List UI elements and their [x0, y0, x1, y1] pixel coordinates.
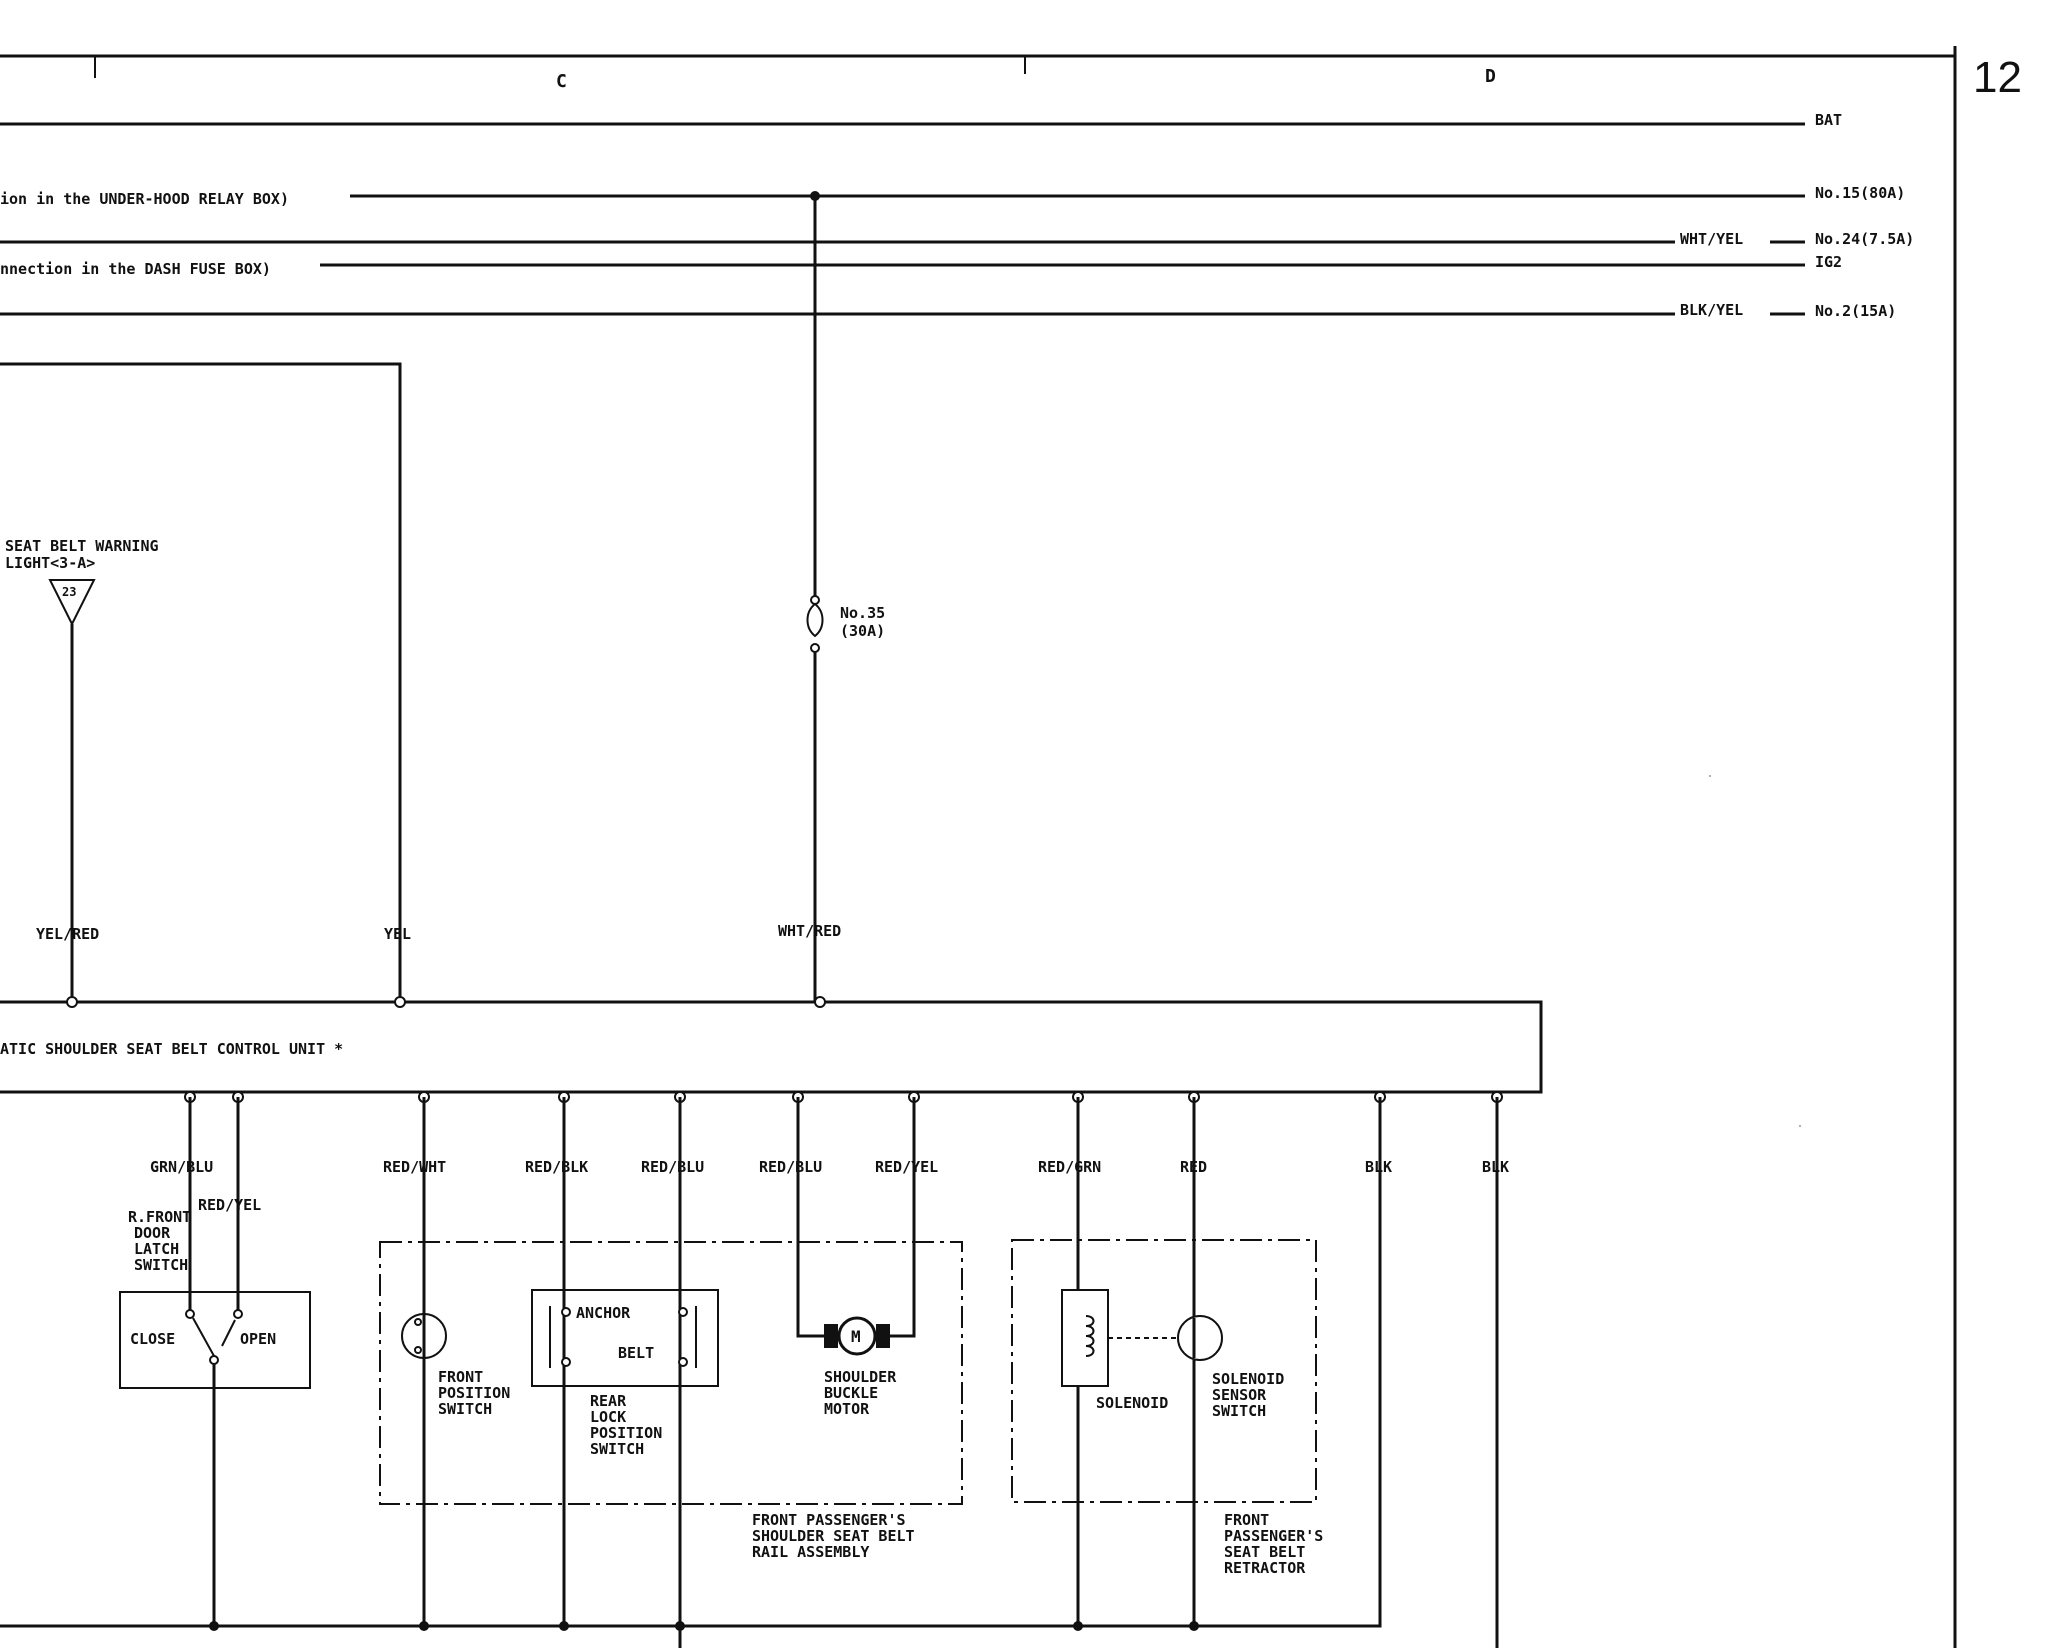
wire-wht-red-label: WHT/RED — [778, 922, 841, 940]
solenoid-coil-icon — [1085, 1315, 1095, 1357]
wire-blk-yel-label: BLK/YEL — [1680, 301, 1743, 319]
door-switch-label-1: R.FRONT — [128, 1208, 191, 1226]
wire-red-blu-rear-label: RED/BLU — [641, 1158, 704, 1176]
warning-light-label: SEAT BELT WARNING — [5, 537, 159, 555]
ground-junctions — [209, 1621, 1199, 1631]
warning-light-terminal: 23 — [62, 585, 76, 599]
page-number: 12 — [1973, 53, 2022, 102]
control-unit-label: ATIC SHOULDER SEAT BELT CONTROL UNIT * — [0, 1040, 343, 1058]
scan-speck — [1799, 1125, 1801, 1127]
rear-lock-label-4: SWITCH — [590, 1440, 644, 1458]
rail-assembly-label-2: SHOULDER SEAT BELT — [752, 1527, 915, 1545]
solenoid-label: SOLENOID — [1096, 1394, 1168, 1412]
column-d-label: D — [1485, 66, 1496, 87]
motor-symbol: M — [851, 1327, 861, 1346]
retractor-label-3: SEAT BELT — [1224, 1543, 1305, 1561]
wire-grn-blu-label: GRN/BLU — [150, 1158, 213, 1176]
ig2-label: IG2 — [1815, 253, 1842, 271]
front-position-label-3: SWITCH — [438, 1400, 492, 1418]
rear-lock-switch — [531, 1097, 719, 1648]
motor-label-3: MOTOR — [824, 1400, 870, 1418]
door-latch-switch — [119, 1097, 311, 1626]
wire-yel-red-label: YEL/RED — [36, 925, 99, 943]
motor-icon — [837, 1316, 877, 1356]
retractor-label-4: RETRACTOR — [1224, 1559, 1306, 1577]
retractor-box — [1011, 1239, 1317, 1503]
wire-yel-label: YEL — [384, 925, 411, 943]
sensor-switch-label-2: SENSOR — [1212, 1386, 1267, 1404]
rail-assembly-label-3: RAIL ASSEMBLY — [752, 1543, 869, 1561]
rear-lock-label-1: REAR — [590, 1392, 627, 1410]
fuse-35-icon — [806, 603, 824, 638]
sensor-switch-icon — [1177, 1315, 1223, 1361]
fuse-35-circuit — [806, 191, 824, 1002]
fuse-35-label: No.35 — [840, 604, 885, 622]
wire-red-yel-door-label: RED/YEL — [198, 1196, 261, 1214]
fuse-15-label: No.15(80A) — [1815, 184, 1905, 202]
front-position-label-1: FRONT — [438, 1368, 483, 1386]
power-lines — [0, 122, 1805, 316]
yel-wire-loop — [0, 362, 402, 1002]
rail-assembly-label-1: FRONT PASSENGER'S — [752, 1511, 906, 1529]
solenoid-sensor-switch — [1177, 1097, 1223, 1626]
sensor-switch-label-1: SOLENOID — [1212, 1370, 1284, 1388]
rear-lock-label-2: LOCK — [590, 1408, 626, 1426]
wire-red-blu-motor-label: RED/BLU — [759, 1158, 822, 1176]
door-switch-label-4: SWITCH — [134, 1256, 188, 1274]
wire-red-blk-label: RED/BLK — [525, 1158, 588, 1176]
anchor-label: ANCHOR — [576, 1304, 631, 1322]
retractor-label-2: PASSENGER'S — [1224, 1527, 1323, 1545]
fuse-2-label: No.2(15A) — [1815, 302, 1896, 320]
door-switch-label-2: DOOR — [134, 1224, 171, 1242]
front-position-label-2: POSITION — [438, 1384, 510, 1402]
rear-lock-label-3: POSITION — [590, 1424, 662, 1442]
wire-wht-yel-label: WHT/YEL — [1680, 230, 1743, 248]
fuse-24-label: No.24(7.5A) — [1815, 230, 1914, 248]
front-position-switch — [401, 1097, 447, 1626]
rail-assembly-box — [379, 1241, 963, 1505]
page-frame — [0, 46, 1957, 1648]
shoulder-buckle-motor — [796, 1097, 916, 1356]
motor-label-2: BUCKLE — [824, 1384, 878, 1402]
front-position-switch-icon — [401, 1313, 447, 1359]
door-switch-close: CLOSE — [130, 1330, 175, 1348]
door-switch-label-3: LATCH — [134, 1240, 179, 1258]
wire-red-wht-label: RED/WHT — [383, 1158, 446, 1176]
fuse-35-rating: (30A) — [840, 622, 885, 640]
lower-terminals — [184, 1091, 1503, 1103]
blk-ground-1 — [0, 1097, 1382, 1628]
dash-fuse-box-label: nnection in the DASH FUSE BOX) — [0, 260, 271, 278]
belt-label: BELT — [618, 1344, 654, 1362]
door-switch-open: OPEN — [240, 1330, 276, 1348]
column-c-label: C — [556, 71, 567, 92]
control-unit-box — [0, 996, 1543, 1094]
underhood-relay-label: ion in the UNDER-HOOD RELAY BOX) — [0, 190, 289, 208]
bat-label: BAT — [1815, 111, 1842, 129]
motor-label-1: SHOULDER — [824, 1368, 897, 1386]
warning-light-ref: LIGHT<3-A> — [5, 554, 95, 572]
retractor-label-1: FRONT — [1224, 1511, 1269, 1529]
scan-speck — [1709, 775, 1711, 777]
sensor-switch-label-3: SWITCH — [1212, 1402, 1266, 1420]
warning-light-connector-icon — [48, 579, 96, 627]
wire-red-yel-motor-label: RED/YEL — [875, 1158, 938, 1176]
wire-red-grn-label: RED/GRN — [1038, 1158, 1101, 1176]
solenoid — [1061, 1097, 1180, 1626]
